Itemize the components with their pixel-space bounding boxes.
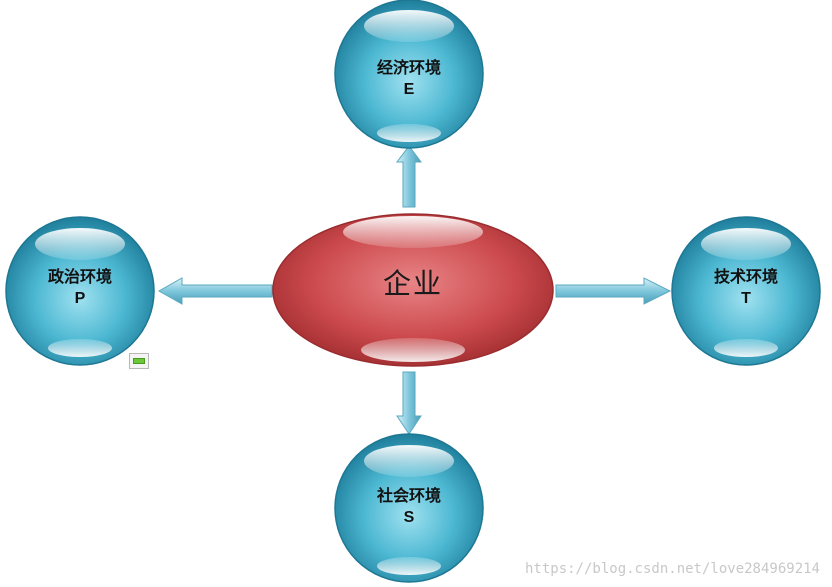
center-label: 企业: [333, 267, 493, 300]
node-economic-title: 经济环境: [376, 58, 441, 77]
sphere-political: [5, 216, 155, 366]
arrow-right: [555, 277, 672, 305]
node-economic-letter: E: [403, 81, 415, 98]
node-political-letter: P: [74, 290, 86, 307]
node-technological-label: 技术环境 T: [676, 266, 816, 310]
arrow-up: [396, 145, 422, 208]
node-political-label: 政治环境 P: [10, 266, 150, 310]
sphere-economic: [334, 0, 484, 149]
watermark-text: https://blog.csdn.net/love284969214: [524, 561, 820, 577]
sphere-social: [334, 433, 484, 583]
center-enterprise-ellipse: [272, 213, 554, 367]
arrow-down: [396, 371, 422, 435]
node-social-title: 社会环境: [376, 486, 441, 505]
node-economic-label: 经济环境 E: [339, 57, 479, 101]
node-social-label: 社会环境 S: [339, 485, 479, 529]
arrow-left: [157, 277, 273, 305]
node-social-letter: S: [403, 509, 415, 526]
center-title: 企业: [382, 267, 443, 300]
node-political-title: 政治环境: [47, 267, 112, 286]
node-technological-title: 技术环境: [713, 267, 778, 286]
collapse-handle-icon[interactable]: [129, 353, 149, 369]
sphere-technological: [671, 216, 821, 366]
minus-icon: [133, 358, 145, 364]
node-technological-letter: T: [741, 290, 751, 307]
